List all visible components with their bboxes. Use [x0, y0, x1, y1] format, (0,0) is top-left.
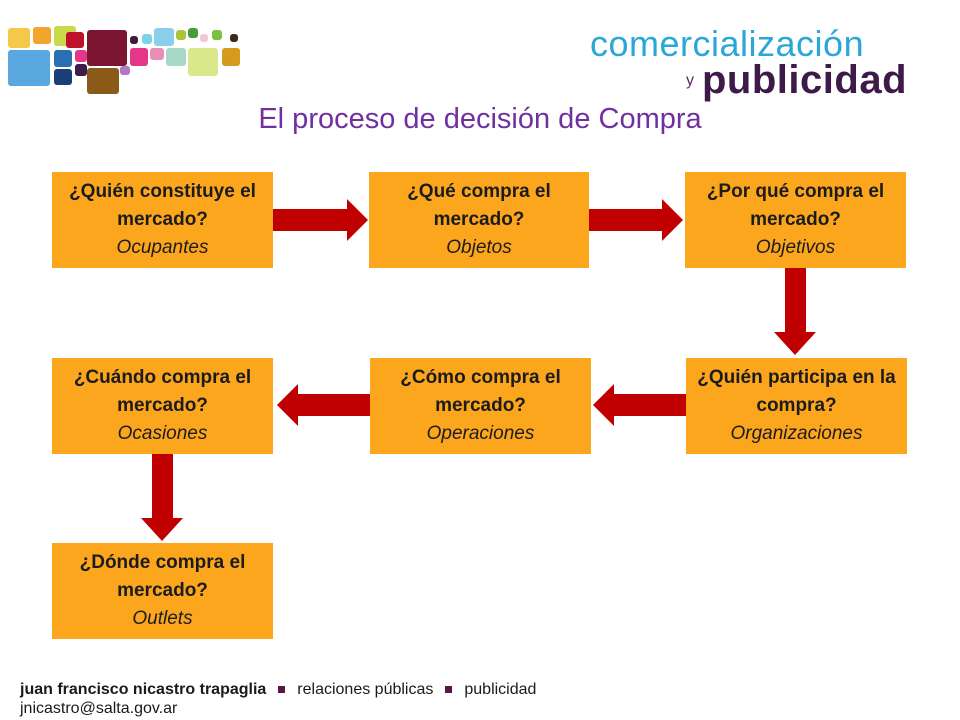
arrow-box6-to-box7	[141, 454, 183, 541]
footer: juan francisco nicastro trapaglia relaci…	[20, 680, 720, 718]
box-answer: Organizaciones	[730, 423, 863, 444]
brand-line1: comercialización	[590, 23, 865, 64]
box-question: ¿Cuándo compra el mercado?	[73, 367, 252, 416]
box-answer: Ocupantes	[116, 237, 209, 258]
box-who-participates: ¿Quién participa en la compra? Organizac…	[686, 358, 907, 454]
box-question: ¿Quién participa en la compra?	[697, 367, 896, 416]
box-question: ¿Quién constituye el mercado?	[69, 181, 256, 230]
box-question: ¿Cómo compra el mercado?	[400, 367, 561, 416]
arrow-box3-to-box4	[774, 268, 816, 355]
box-answer: Outlets	[132, 608, 193, 629]
role-advertising: publicidad	[464, 681, 537, 698]
author-name: juan francisco nicastro trapaglia	[20, 681, 267, 698]
box-question: ¿Qué compra el mercado?	[407, 181, 551, 230]
box-answer: Operaciones	[426, 423, 535, 444]
brand-logo: comercialización y publicidad	[590, 22, 920, 102]
separator-square	[278, 686, 286, 693]
page-title: El proceso de decisión de Compra	[258, 103, 702, 135]
box-answer: Objetivos	[755, 237, 836, 258]
box-what-market-buys: ¿Qué compra el mercado? Objetos	[369, 172, 589, 268]
brand-connector: y	[686, 72, 694, 89]
author-email[interactable]: jnicastro@salta.gov.ar	[20, 700, 178, 717]
logo-mosaic	[0, 0, 250, 100]
arrow-box5-to-box6	[277, 384, 370, 426]
box-question: ¿Por qué compra el mercado?	[706, 181, 885, 230]
arrow-box2-to-box3	[589, 199, 683, 241]
brand-line2: publicidad	[702, 58, 907, 102]
box-answer: Ocasiones	[117, 423, 208, 444]
box-question: ¿Dónde compra el mercado?	[79, 552, 246, 601]
box-how-market-buys: ¿Cómo compra el mercado? Operaciones	[370, 358, 591, 454]
separator-square	[445, 686, 453, 693]
box-when-market-buys: ¿Cuándo compra el mercado? Ocasiones	[52, 358, 273, 454]
box-answer: Objetos	[446, 237, 512, 258]
box-who-constitutes-market: ¿Quién constituye el mercado? Ocupantes	[52, 172, 273, 268]
box-why-market-buys: ¿Por qué compra el mercado? Objetivos	[685, 172, 906, 268]
arrow-box1-to-box2	[273, 199, 368, 241]
box-where-market-buys: ¿Dónde compra el mercado? Outlets	[52, 543, 273, 639]
arrow-box4-to-box5	[593, 384, 686, 426]
footer-credits: juan francisco nicastro trapaglia relaci…	[20, 680, 720, 699]
role-public-relations: relaciones públicas	[297, 681, 434, 698]
